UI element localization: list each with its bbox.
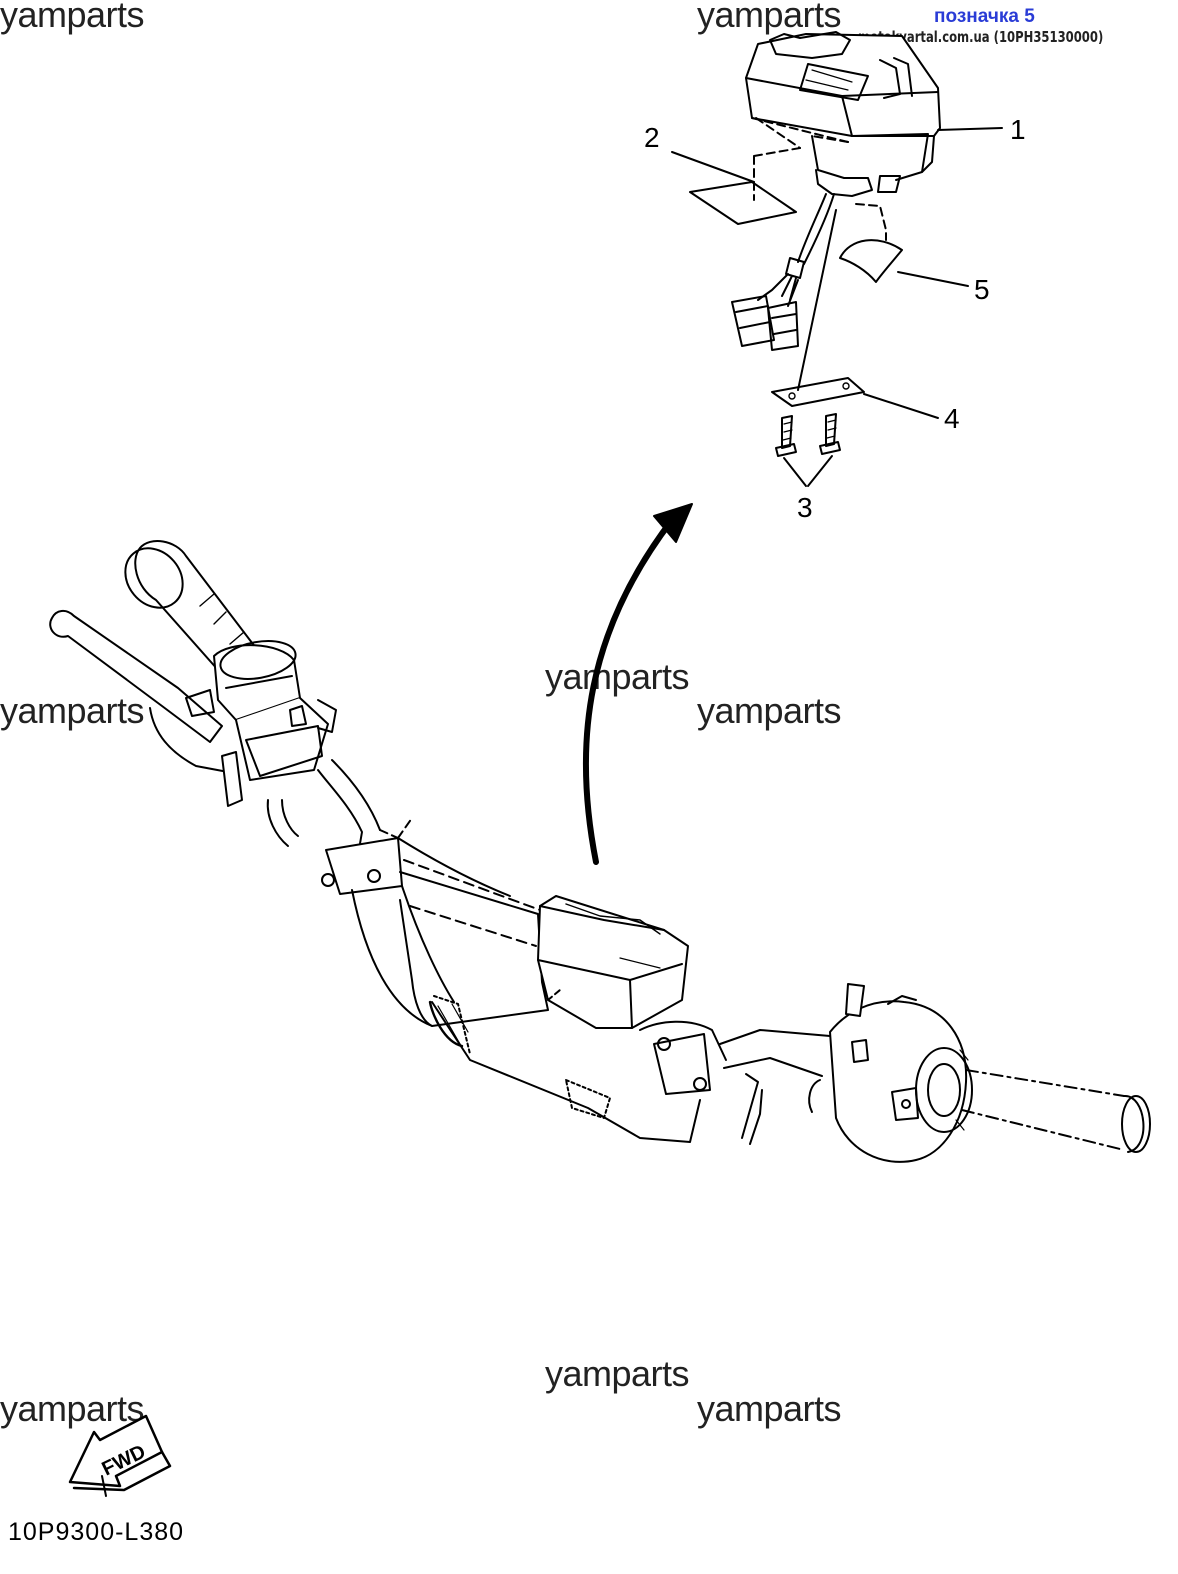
source-label: motokvartal.com.ua (10PH35130000) (858, 28, 1104, 46)
drawing-code: 10P9300-L380 (8, 1518, 185, 1546)
callout-5: 5 (974, 274, 990, 305)
callout-1: 1 (1010, 114, 1026, 145)
callout-2: 2 (644, 122, 660, 153)
part-position-label: позначка 5 (934, 6, 1035, 27)
watermark: yamparts (0, 690, 145, 731)
watermark: yamparts (0, 0, 145, 35)
watermark: yamparts (697, 690, 842, 731)
callout-3: 3 (797, 492, 813, 523)
meter-assembly-icon (671, 31, 1003, 487)
forward-direction-icon (68, 1414, 172, 1497)
watermark: yamparts (697, 0, 842, 35)
handlebar-icon (49, 540, 1151, 1163)
watermark: yamparts (697, 1388, 842, 1429)
watermark: yamparts (545, 656, 690, 697)
watermark: yamparts (0, 1388, 145, 1429)
callout-4: 4 (944, 403, 960, 434)
watermark: yamparts (545, 1353, 690, 1394)
